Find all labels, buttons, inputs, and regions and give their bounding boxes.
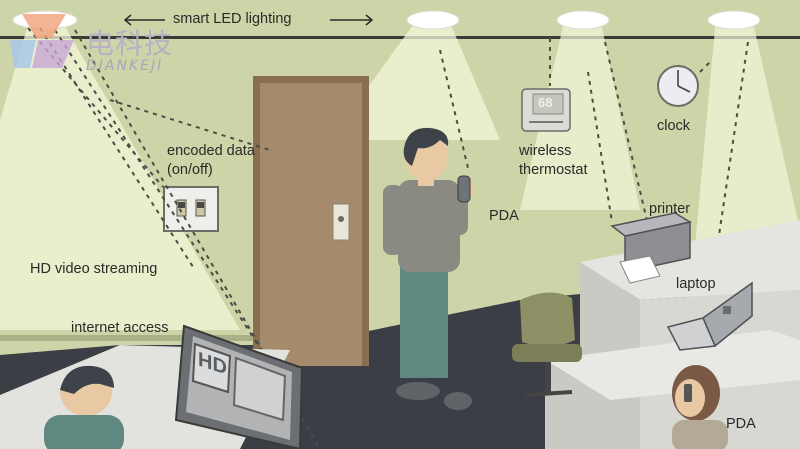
door-knob [338,216,344,222]
laptop-base [666,317,717,351]
office-chair [520,292,575,347]
pda-label-center: PDA [489,208,519,224]
thermostat-label-line2: thermostat [519,162,588,178]
thermostat-reading: 68 [538,95,553,110]
hd-badge-frame [191,342,232,394]
laptop-label: laptop [676,276,716,292]
encoded-data-label: encoded data [167,143,255,159]
title-arrows [123,14,374,26]
printer-paper [619,255,661,284]
handheld-pda [457,175,471,203]
logo: 电科技 DIANKEJI [6,8,186,78]
title-label: smart LED lighting [173,11,292,27]
printer-label: printer [649,201,691,217]
internet-label: internet access [71,320,169,336]
led-lamp-2 [406,10,460,30]
seated-man [44,365,124,449]
hd-video-label: HD video streaming [30,261,158,277]
light-switch-plate [163,186,219,232]
light-links [27,27,749,449]
logo-chinese-text: 电科技 [86,27,174,60]
printer-top [610,212,693,237]
thermostat-label-line1: wireless [519,143,572,159]
laptop-logo [723,306,731,314]
clock-label: clock [657,118,691,134]
woman-phone [684,384,692,402]
ceiling-rail [0,36,800,39]
logo-mark-icon [10,14,74,68]
logo-latin-text: DIANKEJI [86,58,164,74]
pda-label-right: PDA [726,416,756,432]
thermostat-screen [532,93,564,115]
woman-on-phone [672,365,728,449]
light-beam-1 [0,18,240,330]
light-beam-2 [330,18,500,140]
light-beam-3 [520,18,640,210]
desk-right-front [545,360,610,449]
standing-man [383,127,474,410]
led-lamp-4 [707,10,761,30]
led-lamp-3 [556,10,610,30]
encoded-data-sub-label: (on/off) [167,162,213,178]
desk-right-top [545,330,800,400]
